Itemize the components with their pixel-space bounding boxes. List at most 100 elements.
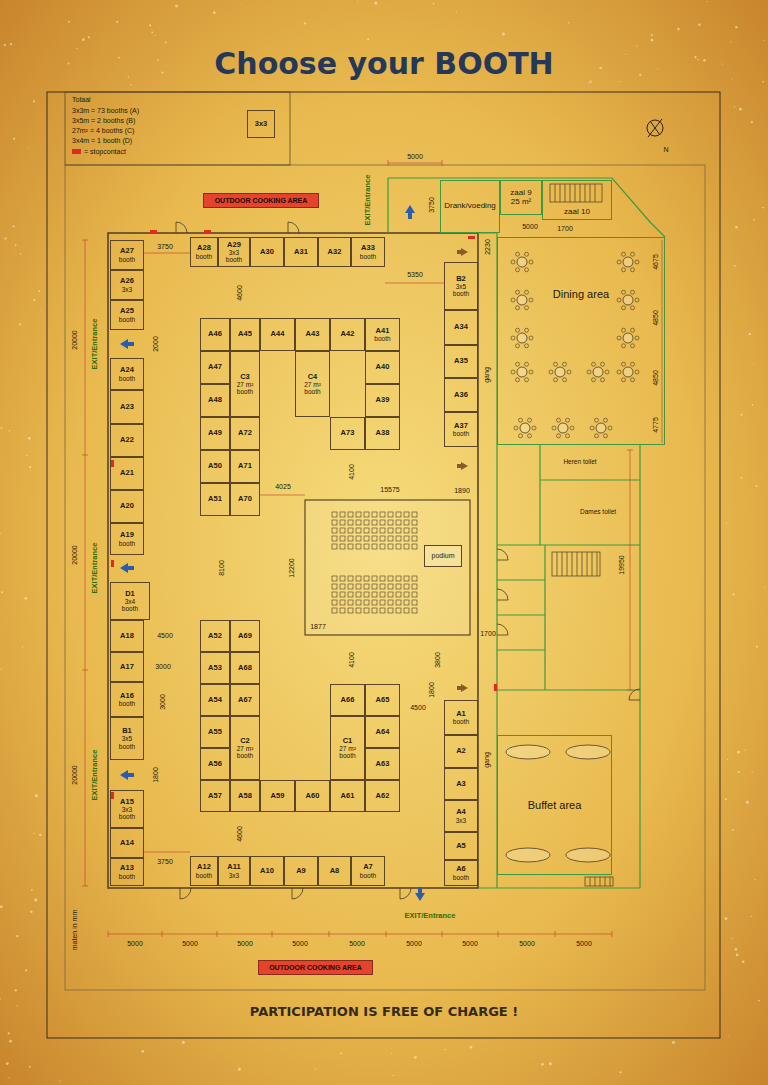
sparkle-dot (128, 76, 129, 77)
stand-box: A57 (200, 780, 230, 812)
sparkle-dot (742, 961, 745, 964)
stand-box: A71 (230, 450, 260, 483)
stand-box: A48 (200, 384, 230, 417)
sparkle-dot (764, 587, 765, 588)
seat (356, 528, 361, 533)
node-text: A53 (208, 664, 222, 672)
stand-box: A46 (200, 318, 230, 351)
chair (622, 344, 626, 348)
sparkle-dot (169, 16, 171, 18)
stand-note: booth (196, 253, 212, 260)
sparkle-dot (8, 1032, 10, 1034)
seat (412, 600, 417, 605)
chair (528, 418, 532, 422)
seat (372, 528, 377, 533)
sparkle-dot (68, 21, 70, 23)
stand-note: 3x3 (229, 872, 239, 879)
round-table (617, 328, 639, 348)
sparkle-dot (751, 916, 752, 917)
seat (372, 584, 377, 589)
dimension-text: 5000 (407, 153, 423, 161)
seat (340, 536, 345, 541)
chair (601, 362, 605, 366)
dimension-lines-part (385, 283, 444, 284)
stairs-part (585, 877, 613, 886)
seat (412, 520, 417, 525)
table-top (555, 367, 565, 377)
table-top (517, 257, 527, 267)
stand-box: A113x3 (218, 856, 250, 886)
sparkle-dot (672, 1041, 675, 1044)
seat (412, 584, 417, 589)
stand-box: A30 (250, 237, 284, 267)
seat (340, 592, 345, 597)
cooking-zone: OUTDOOR COOKING AREA (203, 193, 319, 208)
power-marks-part (468, 236, 475, 239)
chair (557, 434, 561, 438)
sparkle-dot (726, 522, 727, 523)
sparkle-dot (76, 48, 77, 49)
stand-note: booth (453, 874, 469, 881)
table-top (520, 423, 530, 433)
chair (529, 370, 533, 374)
node-text: A40 (376, 363, 390, 371)
sparkle-dot (749, 333, 751, 335)
dimension-text: 8100 (218, 560, 226, 576)
flow-arrows (457, 248, 468, 692)
sparkle-dot (13, 225, 15, 227)
stand-box: A36 (444, 378, 478, 412)
stand-note: 27 m² (237, 381, 254, 388)
dimension-text: 1890 (454, 487, 470, 495)
chair (622, 378, 626, 382)
sparkle-dot (568, 22, 570, 24)
small-box: podium (424, 545, 462, 567)
stand-box: A62 (365, 780, 400, 812)
legend: = stopcontact (72, 148, 134, 155)
chair (525, 290, 529, 294)
sparkle-dot (697, 59, 699, 61)
node-text: A57 (208, 792, 222, 800)
sparkle-dot (751, 772, 752, 773)
seat (396, 520, 401, 525)
stand-note: booth (304, 388, 320, 395)
stand-note: booth (119, 743, 135, 750)
dimension-text: 2000 (152, 336, 160, 352)
stand-box: A54 (200, 684, 230, 716)
exit-arrows-part (415, 887, 425, 901)
chair (635, 260, 639, 264)
sparkle-dot (238, 1068, 241, 1071)
chair (631, 290, 635, 294)
node-text: A69 (238, 632, 252, 640)
stand-box: A42 (330, 318, 365, 351)
sparkle-dot (7, 268, 9, 270)
sparkle-dot (38, 290, 40, 292)
chair (525, 344, 529, 348)
node-text: Buffet area (528, 799, 582, 811)
door-arcs-part (180, 888, 191, 899)
sparkle-dot (651, 34, 653, 36)
stand-box: A9 (284, 856, 318, 886)
sparkle-dot (456, 11, 457, 12)
sparkle-dot (414, 1056, 417, 1059)
exit-arrows-part (405, 205, 415, 219)
sparkle-dot (15, 244, 17, 246)
stand-box: A8 (318, 856, 351, 886)
exit-text: EXIT/Entrance (405, 912, 456, 920)
seat (340, 520, 345, 525)
stand-box: A17 (110, 652, 144, 682)
seat (404, 528, 409, 533)
sparkle-dot (639, 74, 641, 76)
dimension-text: 1700 (557, 225, 573, 233)
chair (516, 268, 520, 272)
stand-box: A24booth (110, 358, 144, 390)
sparkle-dot (8, 1077, 9, 1078)
table-top (623, 295, 633, 305)
outer-frame (47, 92, 720, 1038)
seat (372, 536, 377, 541)
node-text: C4 (308, 373, 318, 381)
sparkle-dot (732, 593, 734, 595)
node-text: A25 (120, 307, 134, 315)
